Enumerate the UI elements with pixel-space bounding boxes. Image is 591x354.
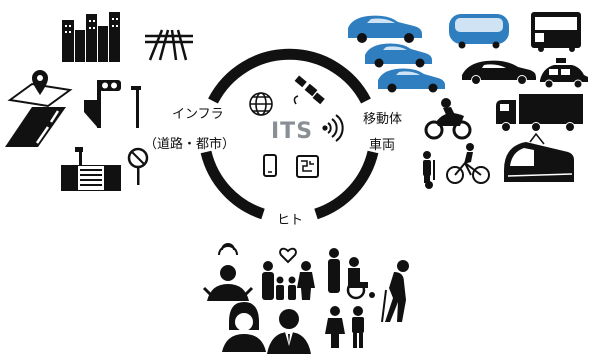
taxi-icon [540, 58, 588, 89]
satellite-icon [293, 75, 325, 105]
businessman-icon [267, 309, 311, 354]
city-buildings-icon [62, 12, 120, 62]
family-icon [262, 247, 315, 300]
woman-icon [222, 302, 266, 352]
sports-car-icon [462, 60, 536, 85]
road-icon [5, 107, 66, 147]
railway-crossing-icon [61, 147, 121, 191]
sedan-car-icon [348, 15, 422, 43]
map-pin-icon [7, 70, 73, 108]
traffic-signal-icon [84, 80, 121, 128]
smartphone-icon [263, 154, 277, 177]
sedan-car-icon [378, 68, 445, 93]
caregiver-wheelchair-icon [328, 248, 375, 300]
speaking-person-icon [202, 243, 254, 301]
label-human: ヒト [277, 213, 304, 228]
ring [200, 48, 379, 220]
label-vehicle: 車両 [369, 138, 396, 153]
ring-arc-right [314, 150, 379, 220]
globe-icon [249, 92, 273, 116]
ring-arc-top [208, 48, 371, 104]
label-infra-sub: （道路・都市） [144, 137, 236, 152]
train-icon [504, 132, 574, 182]
its-title: ITS [271, 119, 314, 144]
segway-rider-icon [423, 151, 435, 189]
highway-interchange-icon [145, 29, 193, 61]
bus-icon [531, 12, 581, 52]
bicycle-rider-icon [446, 143, 490, 184]
wireless-signal-icon [322, 114, 344, 142]
elderly-person-icon [381, 260, 409, 323]
autonomous-shuttle-icon [449, 14, 509, 49]
motorcycle-icon [424, 98, 472, 140]
map-terminal-icon [296, 155, 319, 178]
label-infra: インフラ [172, 107, 224, 122]
traffic-sign-icon [127, 147, 149, 185]
ring-arc-left [200, 150, 265, 220]
label-mobility: 移動体 [363, 112, 403, 127]
children-icon [325, 306, 364, 348]
truck-icon [496, 94, 583, 132]
street-light-icon [131, 86, 141, 128]
sedan-car-icon [365, 43, 432, 68]
